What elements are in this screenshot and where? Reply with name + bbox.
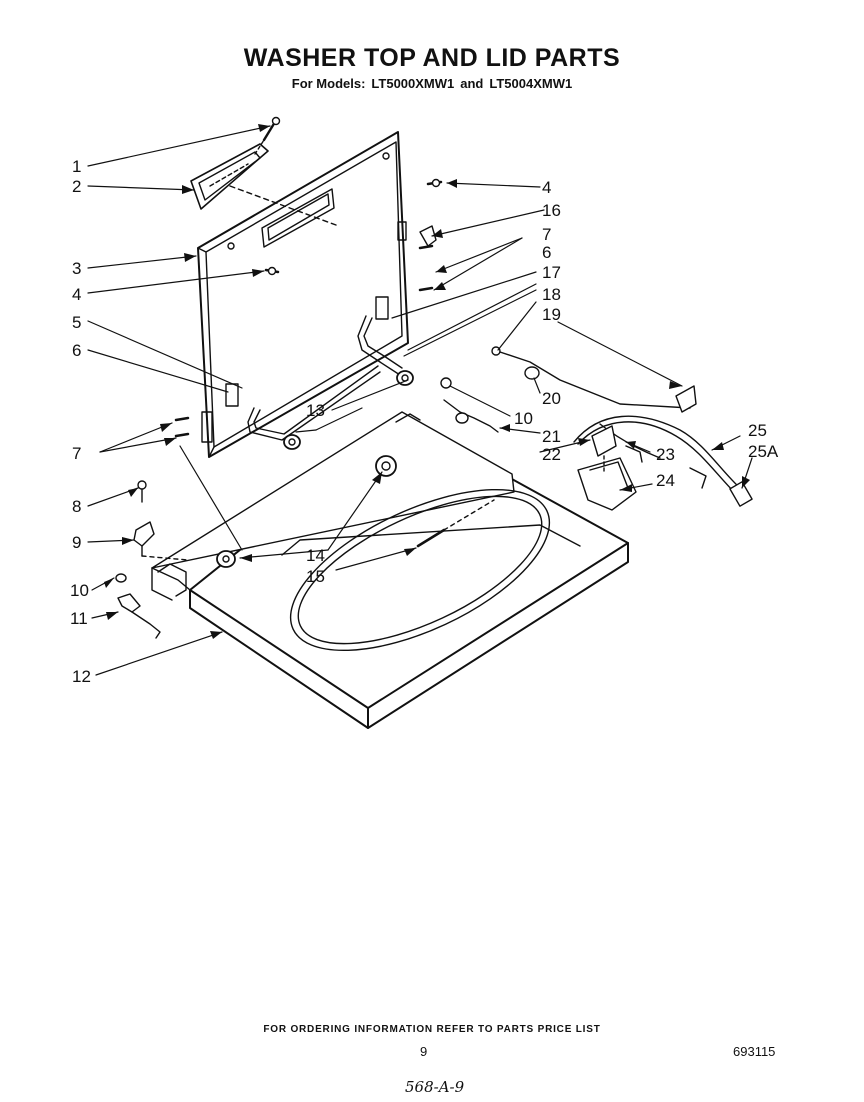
washer-top-panel [151,411,629,729]
callout-21: 21 [542,427,561,446]
callout-6-left: 6 [72,341,81,360]
callout-7-left: 7 [72,444,81,463]
model-subtitle: For Models: LT5000XMW1 and LT5004XMW1 [0,76,864,91]
callout-5: 5 [72,313,81,332]
callout-15: 15 [306,567,325,586]
callout-16: 16 [542,201,561,220]
top-screw [416,499,495,548]
callout-17: 17 [542,263,561,282]
callout-3: 3 [72,259,81,278]
callout-7-right: 7 [542,225,551,244]
callout-24: 24 [656,471,675,490]
lid-fasteners [174,178,443,438]
callout-22: 22 [542,445,561,464]
callout-19: 19 [542,305,561,324]
callout-1: 1 [72,157,81,176]
callout-11: 11 [70,609,88,628]
page-title: WASHER TOP AND LID PARTS [243,44,621,72]
callout-10-right: 10 [514,409,533,428]
lid-switch-assembly [440,346,753,511]
callout-14: 14 [306,546,325,565]
callout-13: 13 [306,401,325,420]
ordering-note: FOR ORDERING INFORMATION REFER TO PARTS … [263,1024,601,1035]
top-bumpers [216,455,397,568]
callout-23: 23 [656,445,675,464]
lid-handle [190,143,337,226]
handle-screw [254,116,281,155]
lid-frame [197,131,409,458]
model-number-1: LT5000XMW1 [371,76,455,91]
lid-hinge-rod [247,315,414,450]
model-number-2: LT5004XMW1 [489,76,573,91]
callout-18: 18 [542,285,561,304]
callout-4-left: 4 [72,285,81,304]
callout-6-right: 6 [542,243,551,262]
callout-25a: 25A [748,442,779,461]
callout-12: 12 [72,667,91,686]
callout-9: 9 [72,533,81,552]
callout-10-left: 10 [70,581,89,600]
page-number: 9 [420,1044,428,1059]
models-joiner: and [460,76,484,91]
models-prefix: For Models: [291,76,366,91]
document-number: 693115 [733,1044,776,1059]
callout-8: 8 [72,497,81,516]
callout-20: 20 [542,389,561,408]
callout-25: 25 [748,421,767,440]
callout-4-right: 4 [542,178,551,197]
callout-2: 2 [72,177,81,196]
callout-labels: 1 2 3 4 5 6 7 8 9 10 11 12 13 14 15 4 16… [70,157,779,686]
leader-lines [87,125,753,676]
handwritten-reference: 568-A-9 [405,1078,465,1096]
arrowheads [104,124,750,639]
rear-hinge-parts [115,480,189,639]
